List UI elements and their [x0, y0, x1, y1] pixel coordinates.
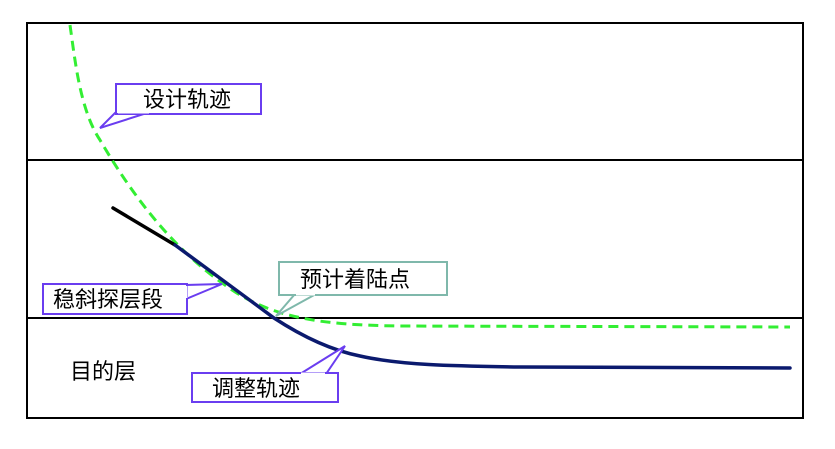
- callout-adjusted-trajectory-box: [191, 372, 339, 403]
- callout-stable-incline-box: [42, 283, 188, 315]
- label-design-trajectory: 设计轨迹: [143, 88, 231, 113]
- frame-border: [26, 22, 804, 419]
- callout-design-trajectory-box: [115, 83, 262, 115]
- callout-landing-point: 预计着陆点: [275, 261, 448, 317]
- callout-landing-point-box: [278, 261, 448, 296]
- callout-landing-point-pointer: [275, 293, 317, 317]
- label-expected-landing-point: 预计着陆点: [300, 268, 410, 293]
- label-adjusted-trajectory: 调整轨迹: [212, 377, 300, 402]
- label-stable-incline-section: 稳斜探层段: [53, 288, 163, 313]
- design-trajectory-curve: [68, 24, 791, 329]
- callout-adjusted-trajectory-pointer: [296, 345, 346, 375]
- callout-design-trajectory: 设计轨迹: [99, 83, 262, 129]
- label-target-layer: 目的层: [70, 360, 136, 385]
- callout-stable-incline: 稳斜探层段: [42, 283, 223, 315]
- callout-stable-incline-pointer: [185, 283, 223, 301]
- stable-incline-segment: [111, 206, 177, 247]
- adjusted-trajectory-curve: [173, 243, 792, 370]
- callout-adjusted-trajectory: 调整轨迹: [191, 345, 346, 403]
